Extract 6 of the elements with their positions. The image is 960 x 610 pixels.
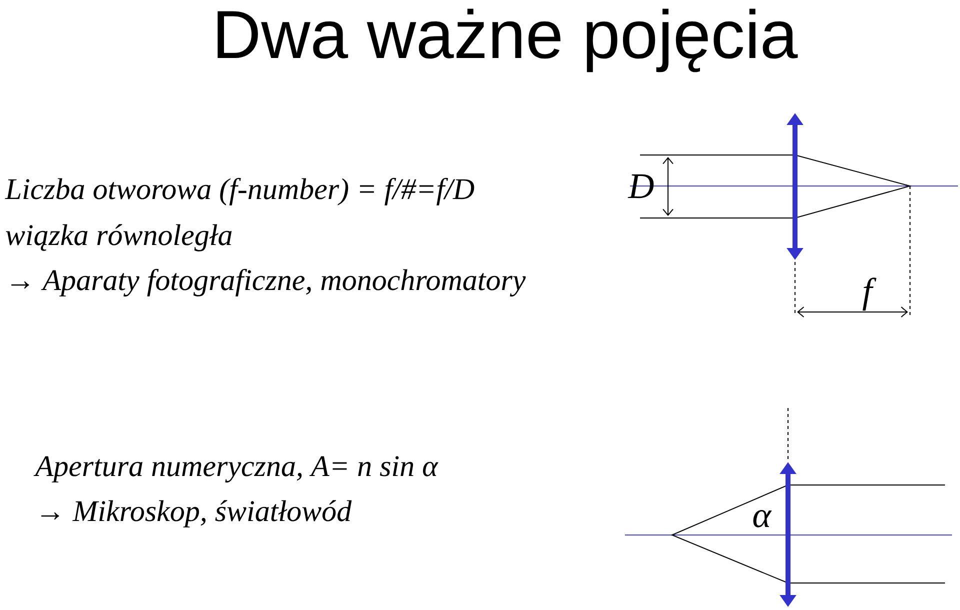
text-line: → Aparaty fotograficzne, monochromatory <box>11 268 526 296</box>
text-line: Apertura numeryczna, A= n sin α <box>34 456 438 482</box>
text-line: wiązka równoległa <box>6 224 232 252</box>
text-line: Liczba otworowa (f-number) = f/#=f/D <box>4 178 474 206</box>
title: Dwa ważne pojęcia <box>218 8 798 72</box>
text-line: → Mikroskop, światłowód <box>41 500 352 528</box>
